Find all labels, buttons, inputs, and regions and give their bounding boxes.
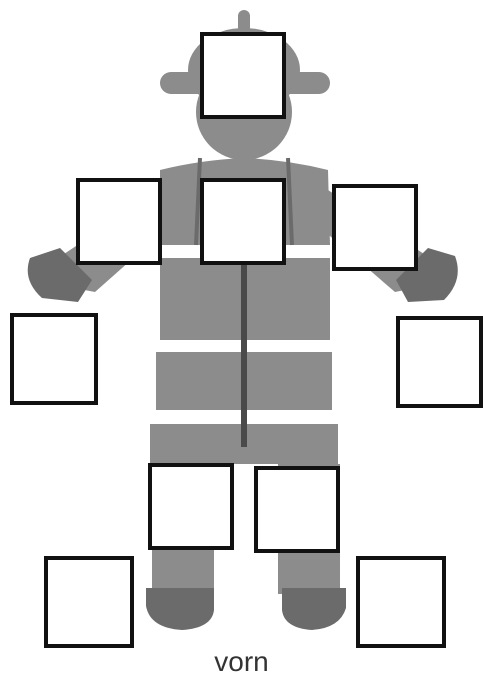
right-hand-box[interactable]: [396, 316, 483, 408]
left-boot: [146, 588, 214, 630]
left-hand-box[interactable]: [10, 313, 98, 405]
right-foot-box[interactable]: [356, 556, 446, 648]
right-boot: [282, 588, 346, 630]
right-shoulder-box[interactable]: [332, 184, 418, 271]
helmet-box[interactable]: [200, 32, 286, 119]
view-caption: vorn: [0, 646, 483, 678]
left-shoulder-box[interactable]: [76, 178, 162, 265]
chest-box[interactable]: [200, 178, 286, 265]
right-knee-box[interactable]: [254, 466, 340, 553]
left-foot-box[interactable]: [44, 556, 134, 648]
left-knee-box[interactable]: [148, 463, 234, 550]
